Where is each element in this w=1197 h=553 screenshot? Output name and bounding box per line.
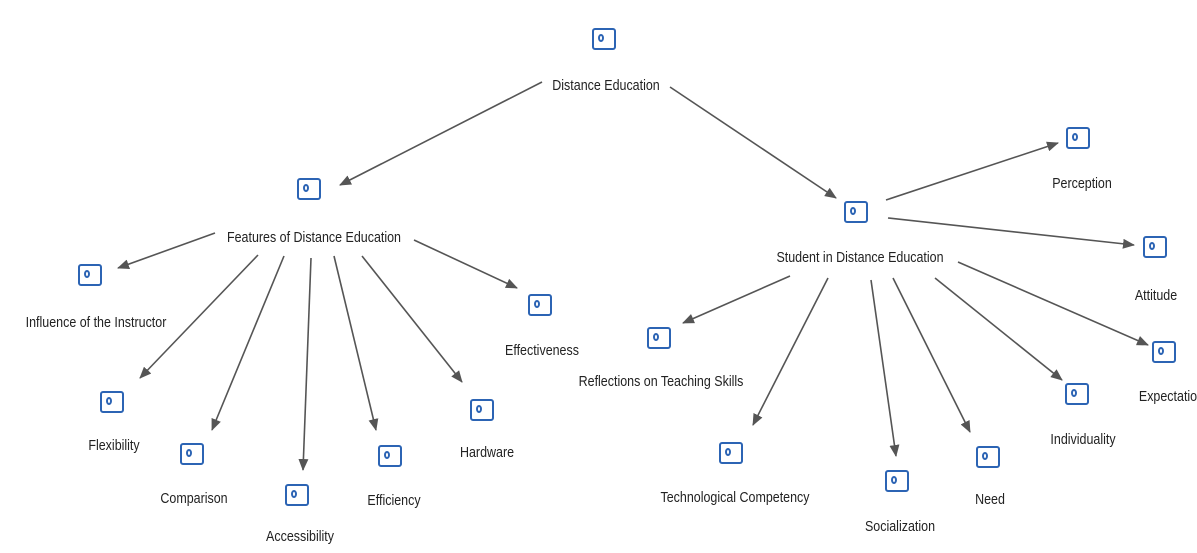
node-icon[interactable] <box>180 443 204 465</box>
node-icon[interactable] <box>78 264 102 286</box>
node-icon[interactable] <box>297 178 321 200</box>
edge-arrow-student-in-distance-education-to-perception <box>885 141 1059 201</box>
node-icon[interactable] <box>1143 236 1167 258</box>
edge-arrow-features-of-distance-education-to-accessibility <box>298 257 312 471</box>
node-label-accessibility: Accessibility <box>264 528 336 546</box>
node-icon[interactable] <box>1065 383 1089 405</box>
edge-arrow-features-of-distance-education-to-efficiency <box>333 255 379 431</box>
node-label-efficiency: Efficiency <box>365 492 423 510</box>
edge-arrow-features-of-distance-education-to-flexibility <box>139 254 259 379</box>
node-icon[interactable] <box>285 484 309 506</box>
edge-arrow-features-of-distance-education-to-influence-of-the-instructor <box>117 232 216 269</box>
node-icon[interactable] <box>100 391 124 413</box>
node-label-perception: Perception <box>1050 175 1114 193</box>
edge-arrow-student-in-distance-education-to-individuality <box>934 277 1063 381</box>
edge-arrow-features-of-distance-education-to-hardware <box>361 255 463 383</box>
edge-arrow-distance-education-to-features-of-distance-education <box>339 81 543 186</box>
node-label-individuality: Individuality <box>1048 431 1118 449</box>
edge-arrow-student-in-distance-education-to-reflections-on-teaching-skills <box>682 275 791 324</box>
node-label-influence-of-the-instructor: Influence of the Instructor <box>23 314 169 332</box>
node-label-features-of-distance-education: Features of Distance Education <box>225 229 403 247</box>
node-label-reflections-on-teaching-skills: Reflections on Teaching Skills <box>576 373 746 391</box>
node-label-need: Need <box>973 491 1007 509</box>
node-icon[interactable] <box>647 327 671 349</box>
node-label-distance-education: Distance Education <box>550 77 662 95</box>
edge-arrow-student-in-distance-education-to-technological-competency <box>752 277 829 426</box>
edge-arrow-student-in-distance-education-to-need <box>892 277 971 433</box>
node-icon[interactable] <box>528 294 552 316</box>
edge-arrow-student-in-distance-education-to-attitude <box>887 217 1135 249</box>
node-label-student-in-distance-education: Student in Distance Education <box>774 249 946 267</box>
node-label-attitude: Attitude <box>1133 287 1179 305</box>
node-label-flexibility: Flexibility <box>86 437 142 455</box>
node-label-comparison: Comparison <box>158 490 230 508</box>
edge-arrow-distance-education-to-student-in-distance-education <box>669 86 837 199</box>
node-icon[interactable] <box>719 442 743 464</box>
node-label-expectation: Expectatio <box>1137 388 1197 406</box>
edge-arrow-features-of-distance-education-to-comparison <box>211 255 285 431</box>
node-icon[interactable] <box>470 399 494 421</box>
edge-arrow-student-in-distance-education-to-expectation <box>957 261 1149 346</box>
node-label-effectiveness: Effectiveness <box>503 342 581 360</box>
node-label-hardware: Hardware <box>458 444 516 462</box>
node-icon[interactable] <box>1152 341 1176 363</box>
node-icon[interactable] <box>1066 127 1090 149</box>
node-label-socialization: Socialization <box>863 518 937 536</box>
node-icon[interactable] <box>844 201 868 223</box>
node-icon[interactable] <box>976 446 1000 468</box>
edge-arrow-student-in-distance-education-to-socialization <box>870 279 900 457</box>
node-icon[interactable] <box>885 470 909 492</box>
node-icon[interactable] <box>378 445 402 467</box>
node-icon[interactable] <box>592 28 616 50</box>
edge-arrow-features-of-distance-education-to-effectiveness <box>413 239 518 289</box>
node-label-technological-competency: Technological Competency <box>658 489 812 507</box>
